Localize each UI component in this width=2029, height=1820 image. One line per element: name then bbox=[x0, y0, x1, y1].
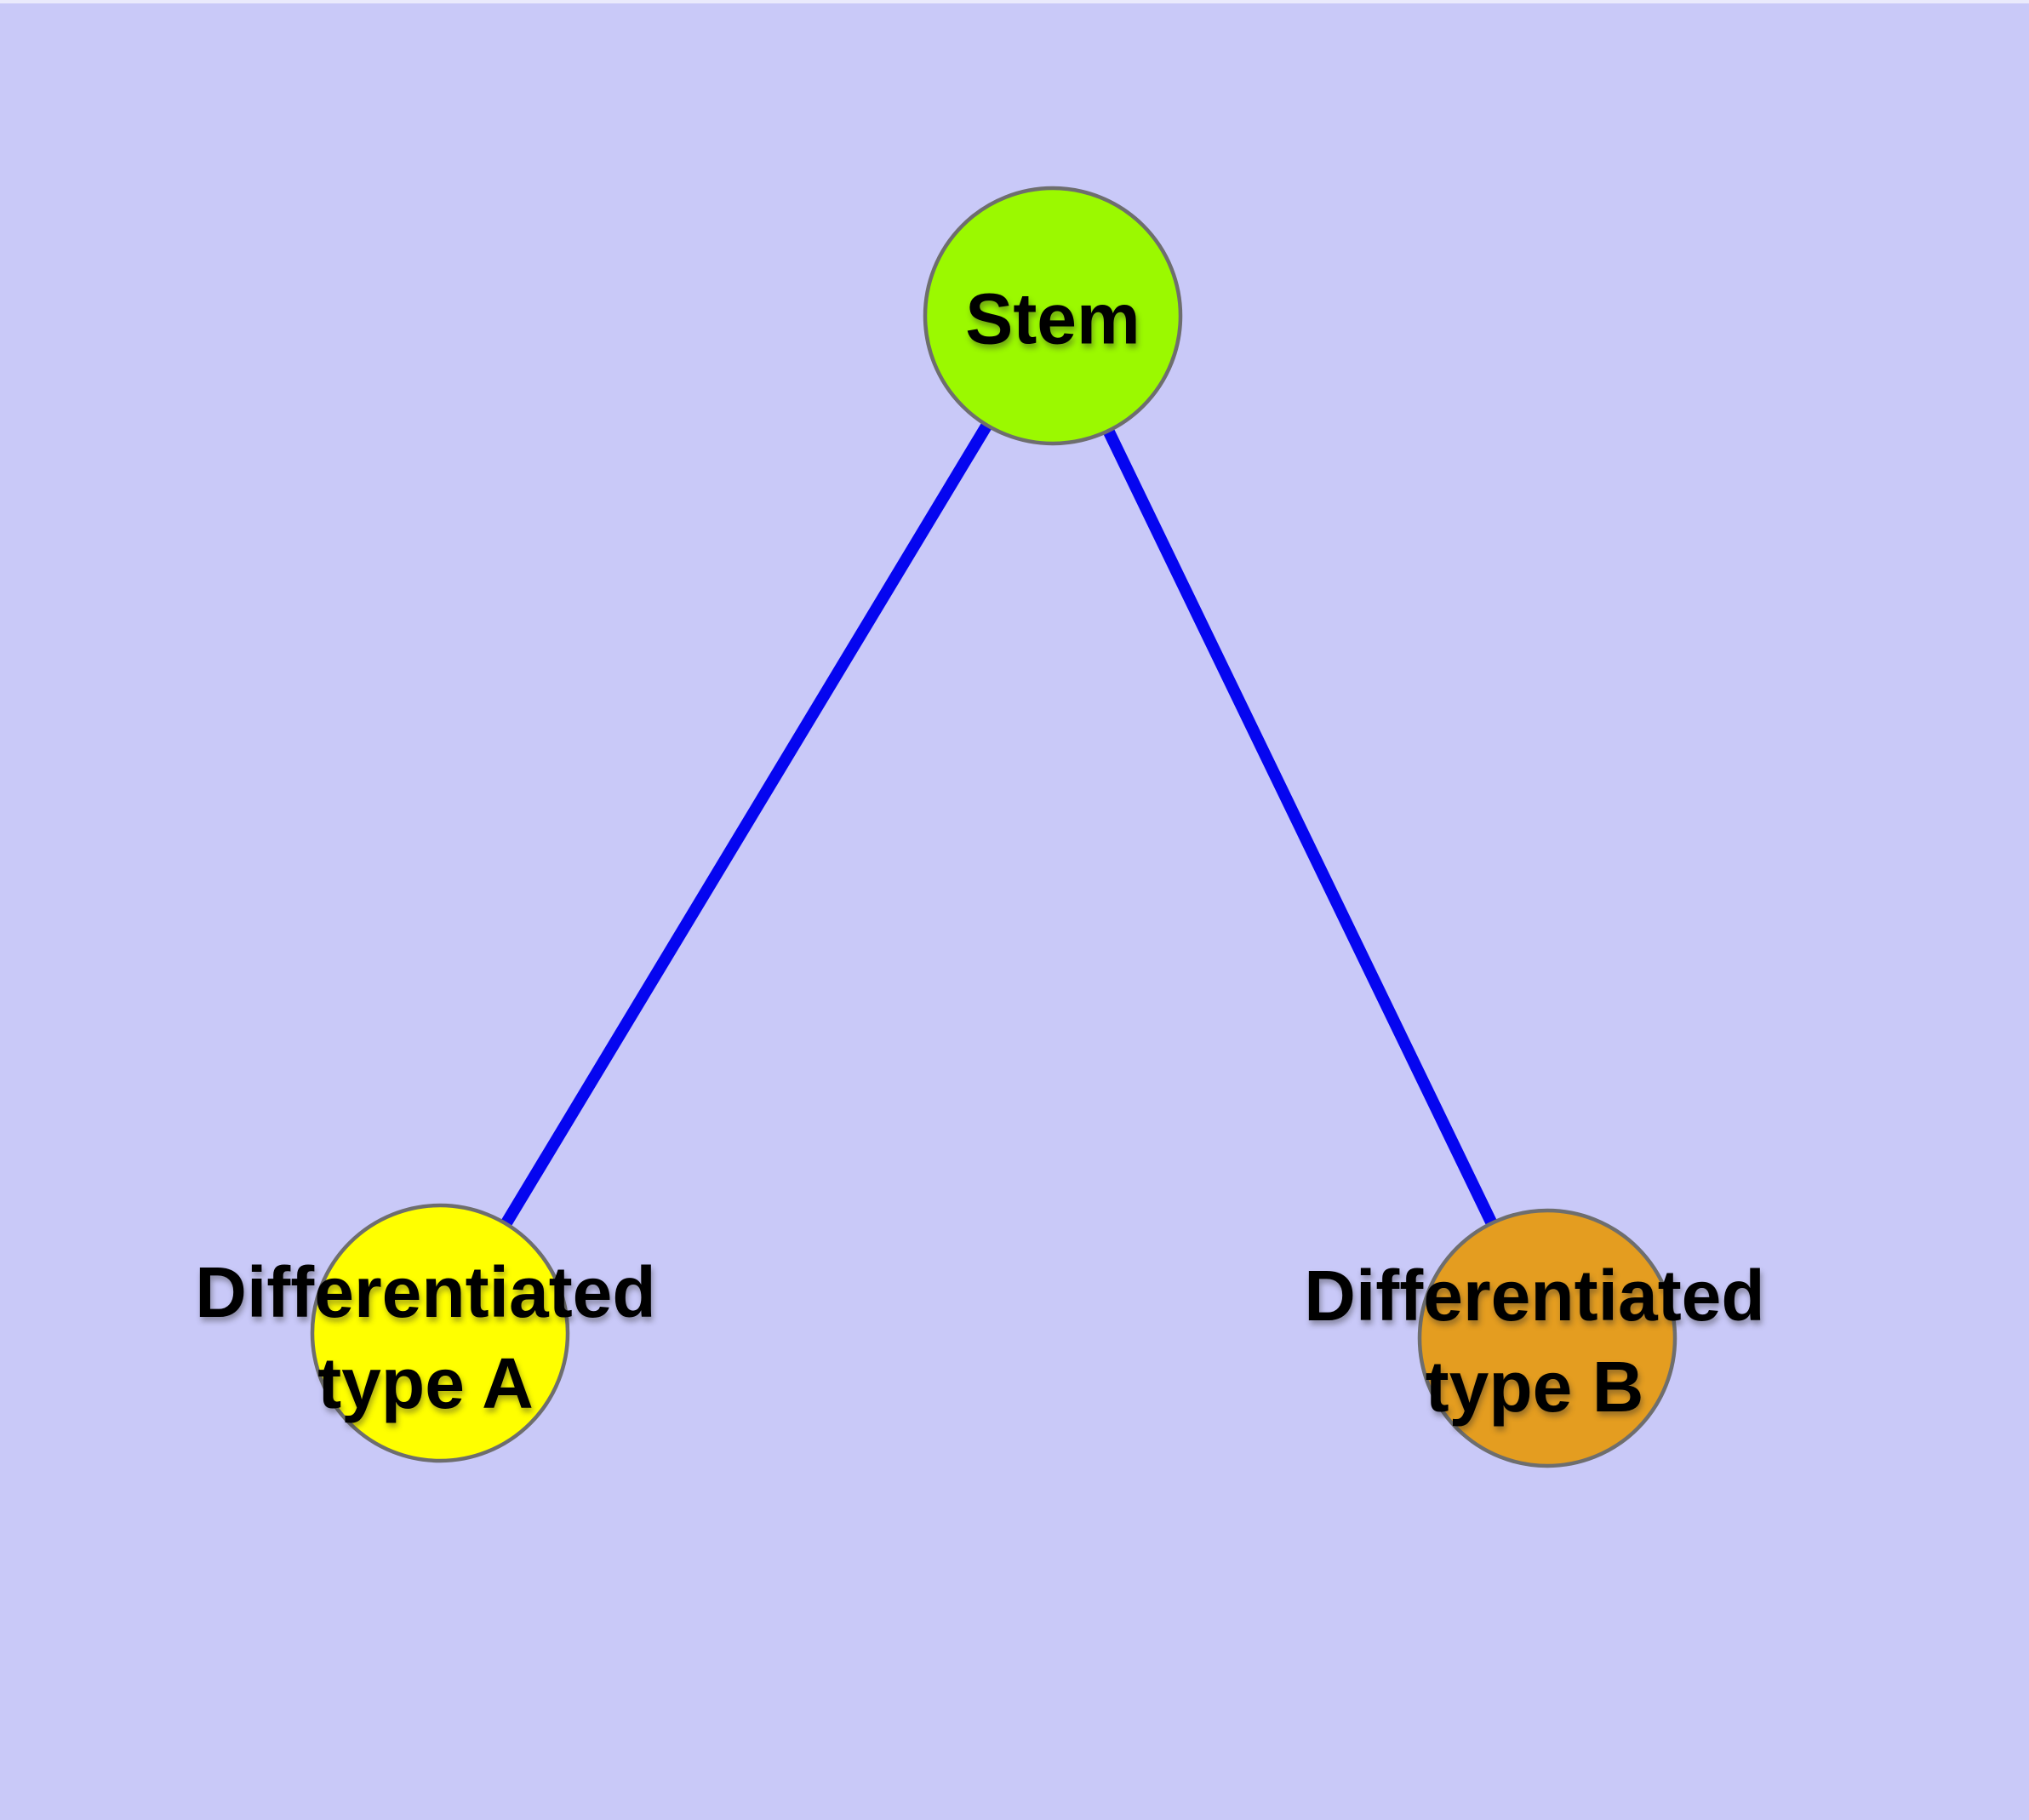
edge-stem-to-type-a bbox=[435, 312, 1058, 1336]
node-differentiated-type-a bbox=[310, 1203, 570, 1463]
node-label-type-b-line1: Differentiated bbox=[1304, 1256, 1765, 1336]
node-label-stem: Stem bbox=[965, 278, 1140, 359]
edge-stem-to-type-b bbox=[1047, 312, 1553, 1342]
node-label-type-a-line1: Differentiated bbox=[195, 1252, 656, 1332]
node-stem bbox=[923, 186, 1183, 446]
node-differentiated-type-b bbox=[1417, 1208, 1677, 1468]
node-label-type-b-line2: type B bbox=[1425, 1347, 1644, 1427]
plot-top-edge-highlight bbox=[0, 0, 2029, 3]
node-label-type-a-line2: type A bbox=[317, 1343, 534, 1423]
node-label-differentiated-type-b: Differentiated type B bbox=[1304, 1251, 1764, 1433]
node-label-differentiated-type-a: Differentiated type A bbox=[195, 1247, 655, 1429]
